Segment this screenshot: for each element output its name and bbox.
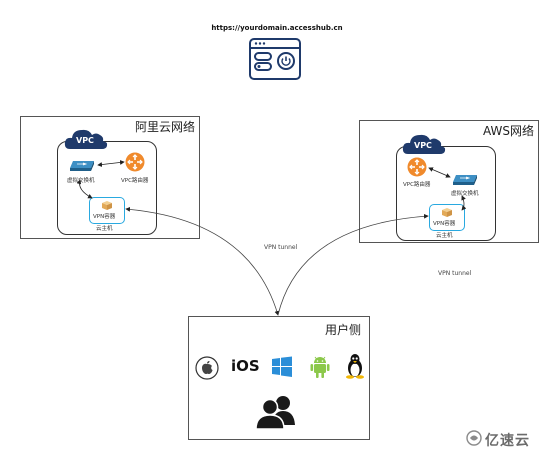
domain-url: https://yourdomain.accesshub.cn	[211, 24, 343, 32]
aliyun-box-icon	[102, 201, 112, 210]
right-tunnel-label: VPN tunnel	[438, 270, 472, 277]
aws-vpc-badge: VPC	[414, 141, 432, 150]
aws-switch-vpn-link	[461, 195, 467, 211]
aws-vpn-label: VPN容器	[433, 221, 456, 227]
ios-icon: iOS	[231, 357, 260, 375]
aliyun-router-icon	[125, 152, 145, 172]
windows-icon	[271, 356, 293, 378]
right-vpn-tunnel	[277, 213, 429, 316]
aws-switch-label: 虚拟交换机	[451, 191, 479, 197]
left-vpn-tunnel	[125, 206, 280, 316]
aws-router-label: VPC路由器	[403, 182, 431, 188]
aliyun-vpn-container: VPN容器	[89, 197, 125, 224]
android-icon	[309, 355, 331, 379]
watermark-text: 亿速云	[485, 433, 530, 449]
user-side-title: 用户侧	[324, 323, 361, 337]
aliyun-vpc-cloud-icon: VPC	[64, 127, 108, 151]
aws-vpn-container: VPN容器	[429, 204, 465, 231]
access-hub-icon	[249, 38, 301, 80]
aws-switch-icon	[451, 172, 479, 186]
aliyun-title: 阿里云网络	[134, 120, 195, 134]
aliyun-vpn-label: VPN容器	[93, 214, 116, 220]
aliyun-switch-router-link	[97, 160, 125, 167]
aliyun-switch-vpn-link	[76, 179, 93, 199]
aws-vpc-cloud-icon: VPC	[402, 132, 446, 156]
watermark-logo-icon	[466, 430, 482, 446]
aliyun-host-label: 云主机	[96, 226, 113, 232]
left-tunnel-label: VPN tunnel	[264, 244, 298, 251]
aliyun-router-label: VPC路由器	[121, 178, 149, 184]
linux-icon	[344, 353, 366, 379]
aws-router-icon	[407, 157, 427, 177]
apple-icon	[195, 356, 219, 380]
aws-box-icon	[442, 208, 452, 217]
aws-host-label: 云主机	[436, 233, 453, 239]
aliyun-switch-icon	[68, 158, 96, 172]
aws-router-switch-link	[428, 167, 451, 178]
aws-title: AWS网络	[482, 124, 534, 138]
users-icon	[253, 395, 299, 430]
aliyun-vpc-badge: VPC	[76, 136, 94, 145]
